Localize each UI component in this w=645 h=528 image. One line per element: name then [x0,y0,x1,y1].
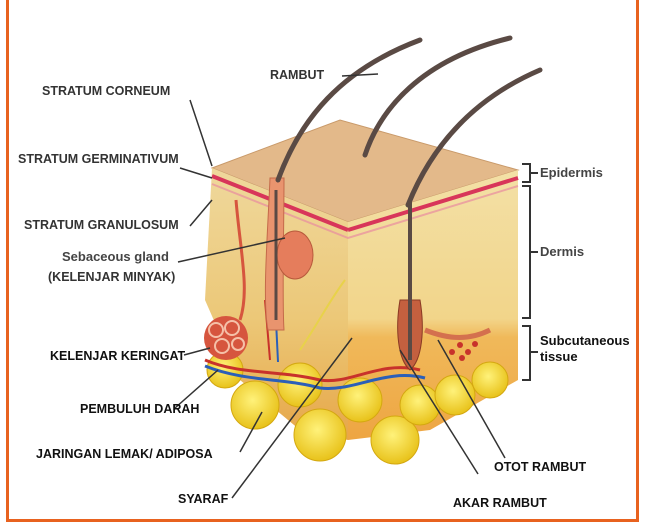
label-tissue: tissue [540,350,578,364]
label-rambut: RAMBUT [270,68,324,82]
label-jaringan-lemak: JARINGAN LEMAK/ ADIPOSA [36,447,213,461]
label-stratum-corneum: STRATUM CORNEUM [42,84,170,98]
label-subcutaneous: Subcutaneous [540,334,630,348]
label-dermis: Dermis [540,245,584,259]
label-otot-rambut: OTOT RAMBUT [494,460,586,474]
label-stratum-granulosum: STRATUM GRANULOSUM [24,218,179,232]
label-epidermis: Epidermis [540,166,603,180]
label-pembuluh-darah: PEMBULUH DARAH [80,402,199,416]
label-kelenjar-keringat: KELENJAR KERINGAT [50,349,185,363]
label-syaraf: SYARAF [178,492,228,506]
label-stratum-germinativum: STRATUM GERMINATIVUM [18,152,179,166]
label-sebaceous-gland: Sebaceous gland [62,250,169,264]
layer-brackets [522,164,538,380]
label-kelenjar-minyak: (KELENJAR MINYAK) [48,270,175,284]
label-akar-rambut: AKAR RAMBUT [453,496,547,510]
